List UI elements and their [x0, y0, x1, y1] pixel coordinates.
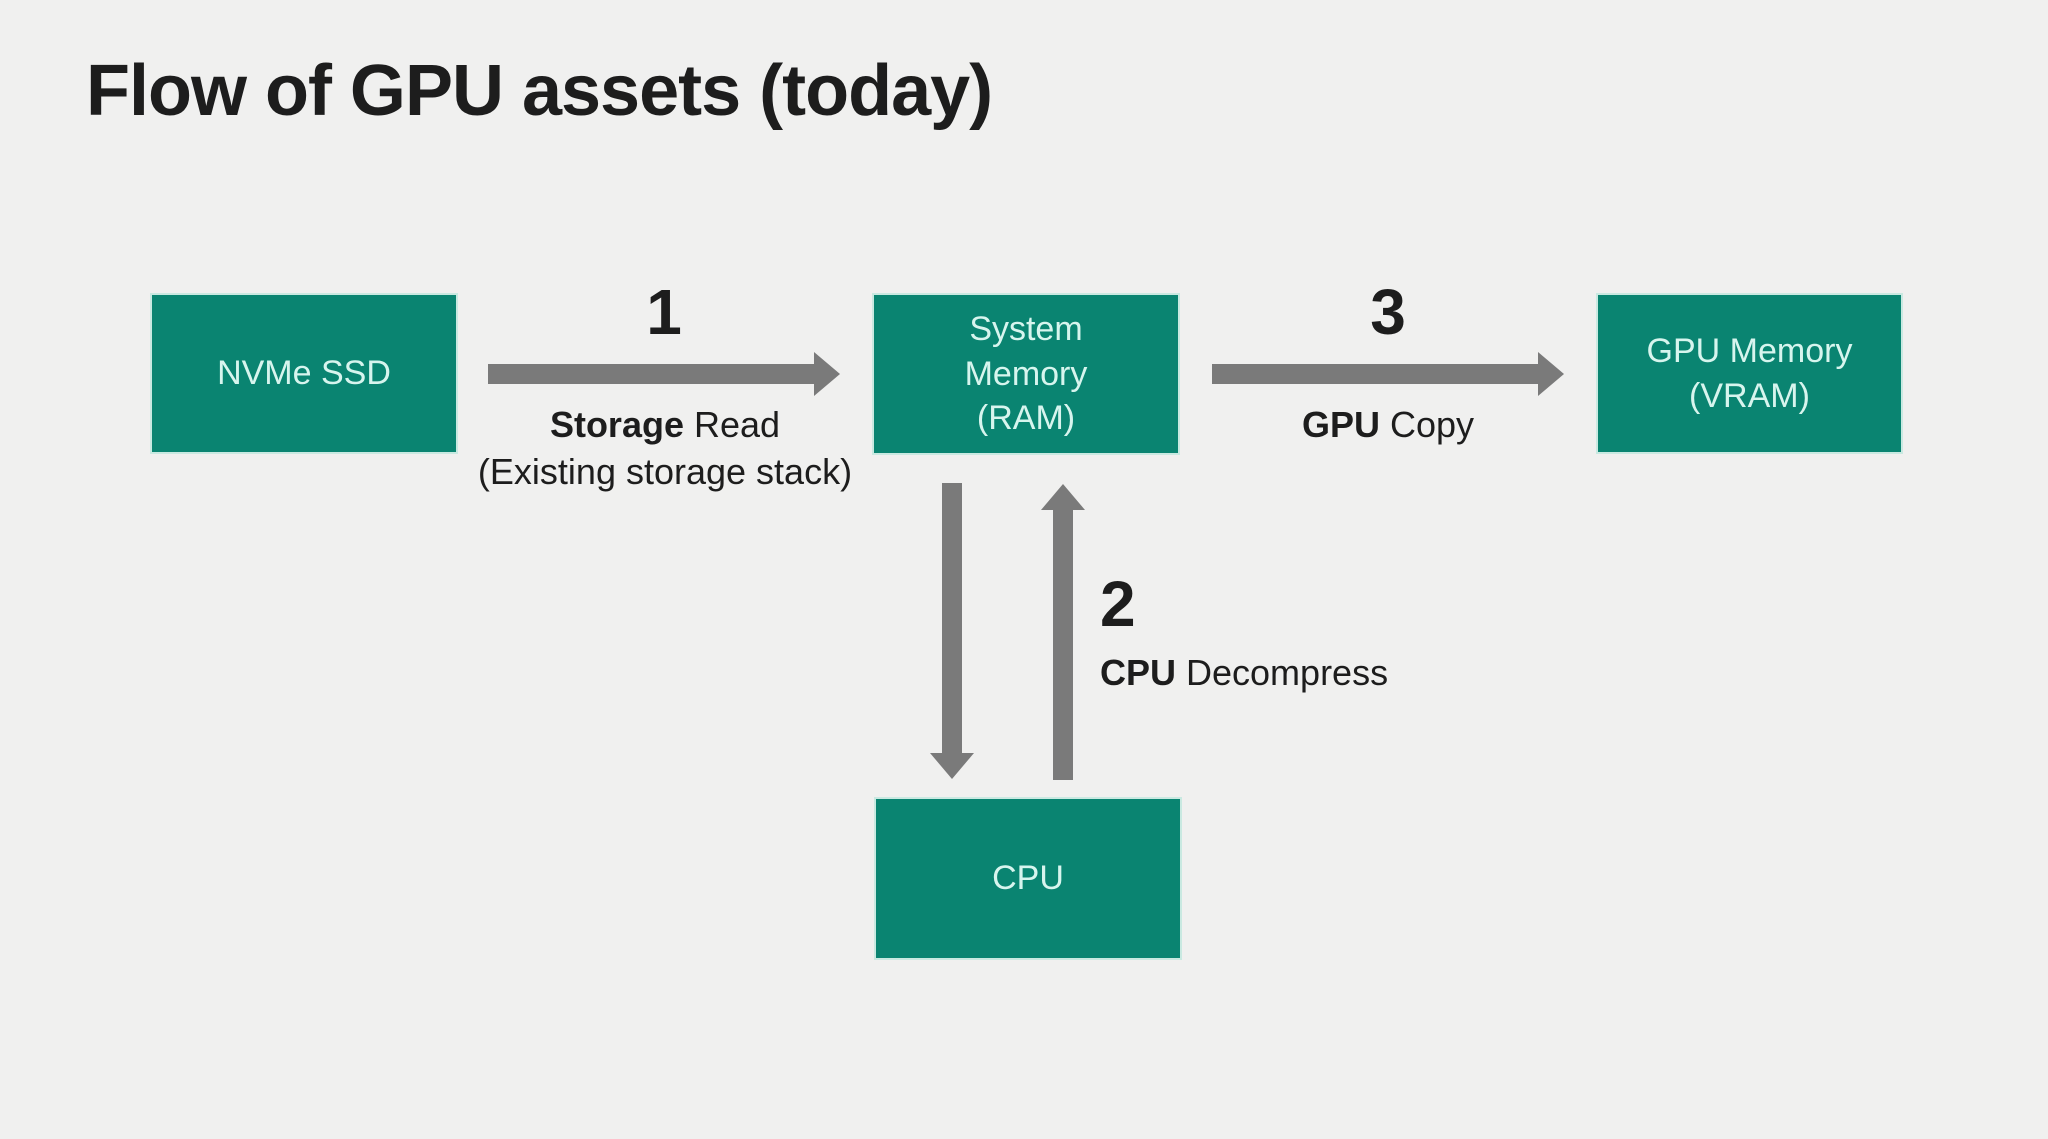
step1-label-main: Storage Read — [363, 402, 967, 449]
step3-label-rest: Copy — [1379, 404, 1475, 445]
node-system-memory: System Memory (RAM) — [872, 293, 1180, 455]
arrow-storage-read-head-icon — [814, 352, 840, 396]
node-system-memory-line2: Memory — [964, 354, 1088, 393]
step2-number: 2 — [1100, 568, 1136, 640]
step3-label-main: GPU Copy — [1087, 402, 1689, 449]
step1-label-rest: Read — [683, 404, 781, 445]
step2-label: CPU Decompress — [1100, 650, 1388, 697]
step1-label-note: (Existing storage stack) — [477, 450, 853, 492]
arrow-cpu-to-ram-shaft — [1053, 510, 1073, 780]
arrow-gpu-copy-head-icon — [1538, 352, 1564, 396]
node-nvme-ssd-label: NVMe SSD — [217, 354, 391, 393]
step3-label: GPU Copy — [1087, 402, 1689, 449]
step1-number: 1 — [646, 276, 682, 348]
node-system-memory-line3: (RAM) — [976, 399, 1076, 438]
arrow-cpu-to-ram — [1041, 484, 1085, 780]
arrow-gpu-copy — [1212, 352, 1564, 396]
step3-number: 3 — [1370, 276, 1406, 348]
step2-label-main: CPU Decompress — [1100, 650, 1388, 697]
arrow-ram-to-cpu — [930, 483, 974, 779]
step3-label-keyword: GPU — [1301, 404, 1380, 445]
node-nvme-ssd: NVMe SSD — [150, 293, 458, 454]
node-cpu-label: CPU — [992, 859, 1064, 898]
node-gpu-memory: GPU Memory (VRAM) — [1596, 293, 1903, 454]
step1-label: Storage Read (Existing storage stack) — [363, 402, 967, 496]
arrow-ram-to-cpu-head-icon — [930, 753, 974, 779]
arrow-storage-read-shaft — [488, 364, 814, 384]
arrow-cpu-to-ram-head-icon — [1041, 484, 1085, 510]
node-system-memory-line1: System — [969, 309, 1083, 348]
step2-label-rest: Decompress — [1176, 652, 1389, 693]
arrow-storage-read — [488, 352, 840, 396]
page-title: Flow of GPU assets (today) — [86, 51, 993, 131]
node-gpu-memory-line1: GPU Memory — [1646, 331, 1853, 370]
node-cpu: CPU — [874, 797, 1182, 960]
node-gpu-memory-line2: (VRAM) — [1689, 376, 1810, 415]
arrow-ram-to-cpu-shaft — [942, 483, 962, 753]
arrow-gpu-copy-shaft — [1212, 364, 1538, 384]
step2-label-keyword: CPU — [1100, 652, 1177, 693]
step1-label-keyword: Storage — [549, 404, 684, 445]
